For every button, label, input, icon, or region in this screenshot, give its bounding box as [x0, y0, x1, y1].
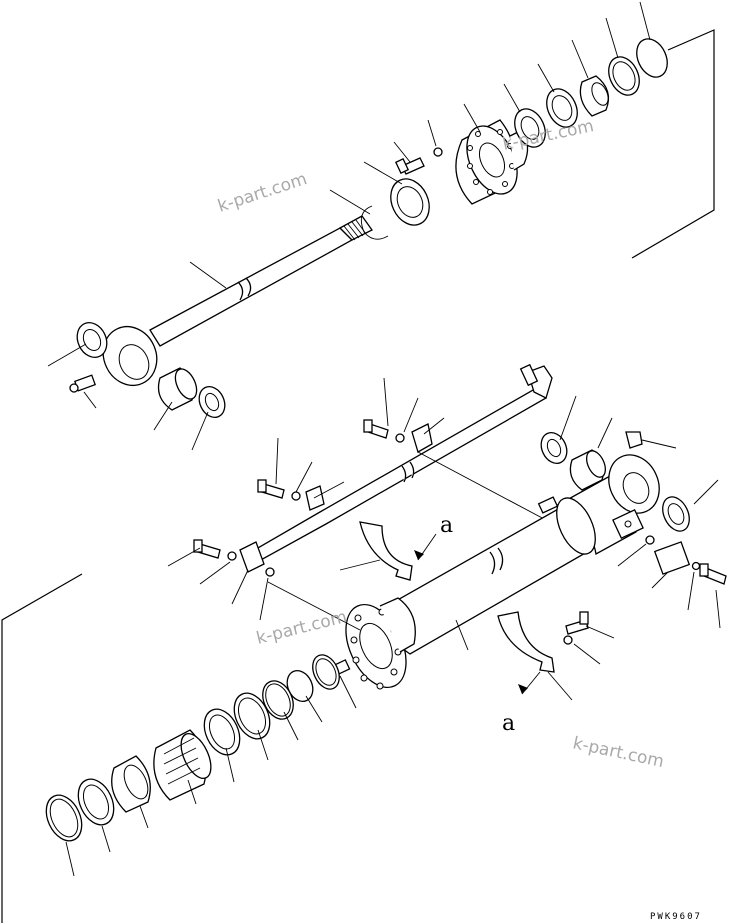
pipe-clamp-upper	[359, 521, 413, 581]
drawing-code: PWK9607	[650, 912, 702, 922]
piston-seal-stack	[45, 654, 340, 842]
lower-cylinder-assembly	[1, 363, 727, 923]
dust-seal	[636, 38, 668, 78]
callout-arrows	[414, 533, 541, 695]
callout-a-lower: a	[502, 711, 515, 736]
watermark-4: k-part.com	[571, 733, 666, 772]
upper-rod-assembly	[47, 1, 715, 451]
bolt	[394, 157, 425, 175]
rod-thread	[338, 215, 373, 241]
pipe-flange-block	[239, 541, 275, 577]
upper-leaders	[47, 1, 651, 451]
watermark-3: k-part.com	[254, 607, 349, 649]
pipe-bolts	[193, 419, 727, 675]
callout-a-upper: a	[440, 513, 453, 538]
lower-leaders	[65, 377, 721, 877]
tube-band	[537, 496, 596, 555]
grease-fitting	[69, 374, 97, 393]
hydraulic-pipe	[243, 385, 547, 567]
right-fittings	[540, 431, 691, 575]
watermark-1: k-part.com	[215, 169, 309, 217]
tube-head-flange	[345, 597, 416, 690]
cylinder-head	[455, 119, 529, 205]
cylinder-bottom	[554, 454, 660, 556]
bushing	[157, 367, 198, 411]
pipe-elbow	[519, 363, 553, 399]
bushing-ring	[579, 75, 610, 117]
washer	[433, 147, 443, 157]
pipe-clamp-lower	[497, 611, 555, 673]
